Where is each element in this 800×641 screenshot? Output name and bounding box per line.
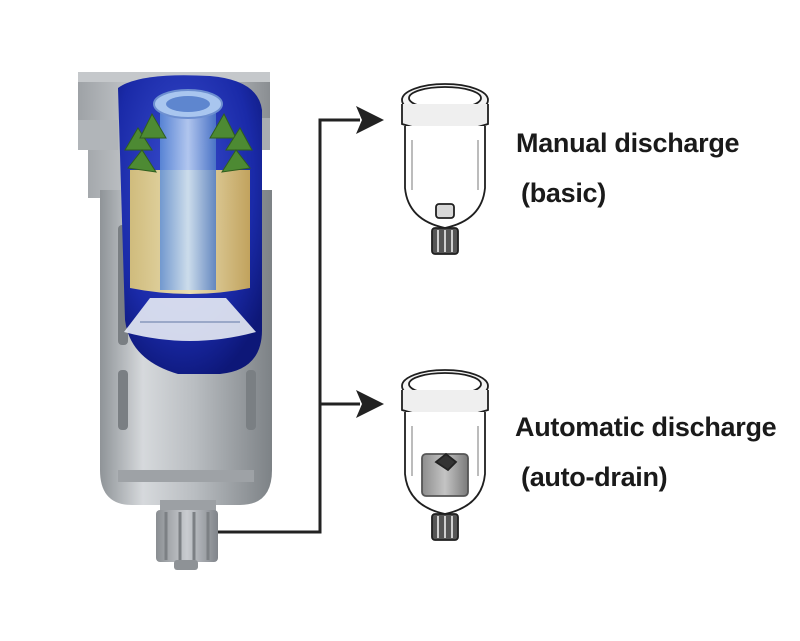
auto-drain-bowl [401,369,489,541]
connector-lines [218,118,360,534]
arrow-to-auto-icon [356,390,384,418]
automatic-discharge-subtitle: (auto-drain) [521,462,668,492]
manual-discharge-title: Manual discharge [516,128,740,158]
manual-drain-bowl [401,83,489,255]
air-filter-illustration [78,72,272,570]
manual-discharge-subtitle: (basic) [521,178,606,208]
automatic-discharge-title: Automatic discharge [515,412,777,442]
arrow-to-manual-icon [356,106,384,134]
